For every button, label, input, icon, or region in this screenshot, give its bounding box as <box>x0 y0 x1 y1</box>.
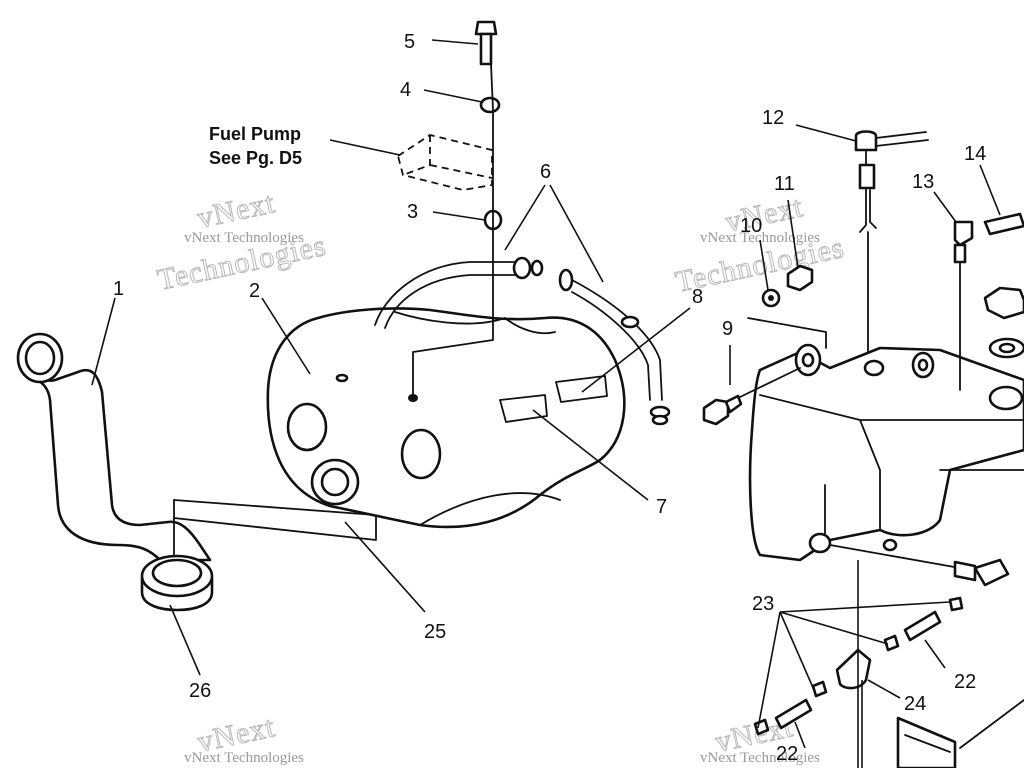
part-9-bolt <box>702 367 801 426</box>
fastener-axis-line <box>747 317 827 349</box>
callout-3: 3 <box>407 201 418 223</box>
watermark-brand-top: vNext <box>195 186 278 235</box>
fuel-line-assembly <box>753 544 1024 768</box>
part-5-bolt <box>474 20 498 66</box>
callout-4: 4 <box>400 79 411 101</box>
part-1-filler-neck <box>16 332 212 562</box>
callout-26: 26 <box>189 680 211 702</box>
callout-10: 10 <box>740 215 762 237</box>
part-26-hose-clamp <box>140 554 214 612</box>
fuel-pump-note-line1: Fuel Pump <box>209 124 301 144</box>
callout-13: 13 <box>912 171 934 193</box>
fuel-pump-reference <box>396 134 493 191</box>
callout-23: 23 <box>752 593 774 615</box>
part-12-level-sensor <box>854 130 929 353</box>
fuel-pump-note-line2: See Pg. D5 <box>209 148 302 168</box>
watermark-right-top: vNext vNext Technologies Technologies <box>672 190 848 300</box>
part-25-tank-strap <box>173 499 377 556</box>
part-14-hose <box>983 212 1024 236</box>
callout-6: 6 <box>540 161 551 183</box>
watermark-small-text: vNext Technologies <box>184 750 304 766</box>
part-10-washer <box>761 288 781 308</box>
callout-12: 12 <box>762 107 784 129</box>
watermark-small-text: vNext Technologies <box>700 750 820 766</box>
callout-14: 14 <box>964 143 986 165</box>
callout-7: 7 <box>656 496 667 518</box>
callout-2: 2 <box>249 280 260 302</box>
callout-22-upper: 22 <box>954 671 976 693</box>
callout-1: 1 <box>113 278 124 300</box>
callout-22-lower: 22 <box>776 743 798 765</box>
part-4-nut <box>479 96 501 114</box>
callout-9: 9 <box>722 318 733 340</box>
callout-8: 8 <box>692 286 703 308</box>
part-11-nut <box>786 264 814 292</box>
watermark-left-bottom: vNext vNext Technologies <box>184 710 304 766</box>
part-2-oil-tank <box>266 307 626 529</box>
callout-25: 25 <box>424 621 446 643</box>
watermark-small-text: vNext Technologies <box>184 230 304 246</box>
bolt-axis-line <box>412 63 494 399</box>
watermark-left-top: vNext vNext Technologies Technologies <box>154 186 330 298</box>
part-6-vent-hoses <box>374 256 671 426</box>
callout-5: 5 <box>404 31 415 53</box>
watermark-small-text: vNext Technologies <box>700 230 820 246</box>
reservoir-assembly <box>748 286 1024 562</box>
leader-lines <box>91 39 1001 749</box>
callout-11: 11 <box>774 173 795 195</box>
part-13-fitting <box>953 220 974 391</box>
callout-24: 24 <box>904 693 926 715</box>
